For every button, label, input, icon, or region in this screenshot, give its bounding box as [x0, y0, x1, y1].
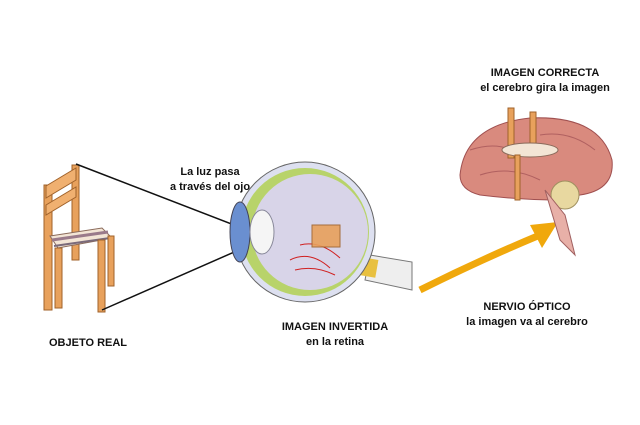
- eye: [229, 161, 413, 303]
- brain: [459, 107, 613, 257]
- nerve-sub: la imagen va al cerebro: [466, 316, 588, 328]
- nerve-arrow: [418, 231, 542, 294]
- correct-caption: IMAGEN CORRECTA el cerebro gira la image…: [480, 66, 610, 96]
- nerve-title: NERVIO ÓPTICO: [483, 301, 571, 313]
- light-caption: La luz pasa a través del ojo: [170, 165, 250, 195]
- arrow-head-icon: [530, 222, 558, 248]
- nerve-caption: NERVIO ÓPTICO la imagen va al cerebro: [466, 300, 588, 330]
- correct-sub: el cerebro gira la imagen: [480, 82, 610, 94]
- light-line2: a través del ojo: [169, 181, 251, 193]
- object-label: OBJETO REAL: [48, 337, 128, 349]
- correct-title: IMAGEN CORRECTA: [490, 67, 600, 79]
- light-line1: La luz pasa: [180, 166, 240, 178]
- real-chair: [43, 164, 115, 313]
- inverted-sub: en la retina: [305, 336, 365, 348]
- inverted-caption: IMAGEN INVERTIDA en la retina: [282, 320, 388, 350]
- inverted-title: IMAGEN INVERTIDA: [281, 321, 389, 333]
